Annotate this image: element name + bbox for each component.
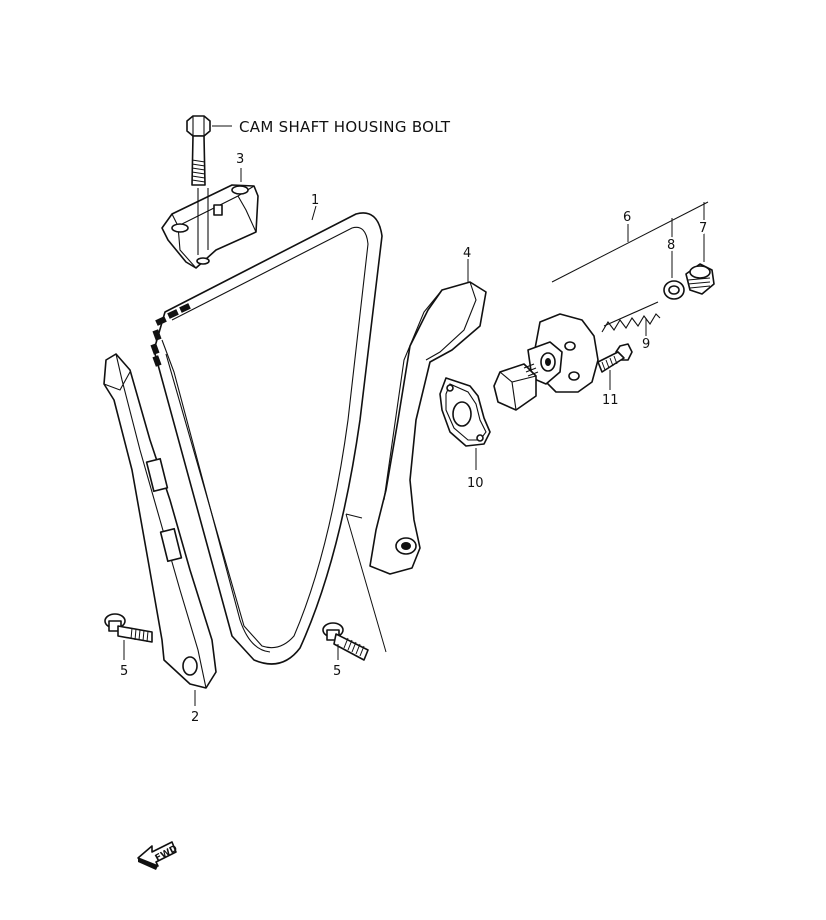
callout-6: 6 xyxy=(623,210,631,225)
chain-guide-right xyxy=(369,281,487,575)
washer xyxy=(663,280,685,300)
section-line xyxy=(345,513,387,653)
cam-chain xyxy=(150,212,383,665)
callout-5-right: 5 xyxy=(333,664,341,679)
callout-4: 4 xyxy=(463,246,471,261)
cam-shaft-housing xyxy=(161,184,259,269)
callout-1-leader xyxy=(311,205,317,221)
forward-arrow-icon xyxy=(137,841,177,870)
chain-guide-left xyxy=(103,353,217,689)
tensioner-bolt xyxy=(597,343,633,373)
tensioner-spring xyxy=(601,301,661,333)
callout-5-left: 5 xyxy=(120,664,128,679)
callout-2: 2 xyxy=(191,710,199,725)
guide-bolt-right xyxy=(322,622,369,661)
cam-chain-tensioner xyxy=(493,313,599,411)
callout-8: 8 xyxy=(667,238,675,253)
tensioner-gasket xyxy=(439,377,491,447)
callout-3: 3 xyxy=(236,152,244,167)
cam-shaft-housing-bolt-label: CAM SHAFT HOUSING BOLT xyxy=(239,118,451,136)
callout-11: 11 xyxy=(602,393,619,408)
callout-10: 10 xyxy=(467,476,484,491)
callout-6-line xyxy=(551,201,709,283)
callout-7: 7 xyxy=(699,221,707,236)
callout-9: 9 xyxy=(642,337,650,352)
guide-bolt-left xyxy=(104,613,153,643)
callout-1: 1 xyxy=(311,193,319,208)
cam-shaft-housing-bolt xyxy=(186,115,211,186)
tensioner-plug xyxy=(685,263,715,295)
